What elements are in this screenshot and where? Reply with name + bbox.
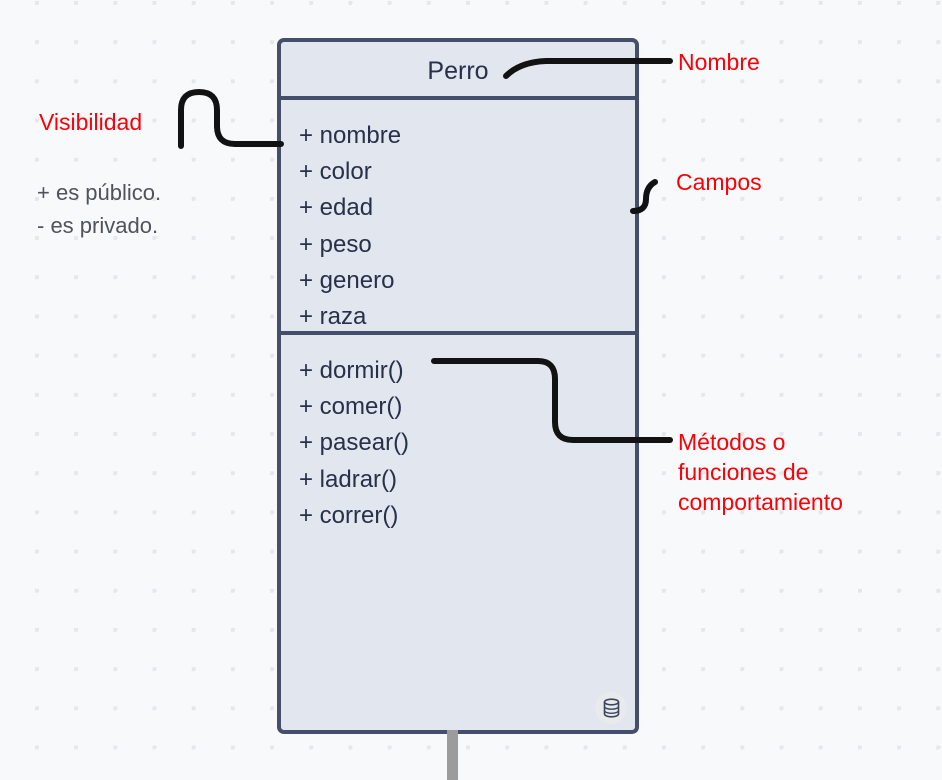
uml-fields-compartment: + nombre + color + edad + peso + genero … bbox=[281, 100, 635, 335]
uml-class-box[interactable]: Perro + nombre + color + edad + peso + g… bbox=[277, 38, 639, 734]
database-icon[interactable] bbox=[595, 692, 627, 724]
field-item: + peso bbox=[299, 230, 372, 258]
method-item: + correr() bbox=[299, 501, 399, 529]
field-item: + genero bbox=[299, 266, 395, 294]
visibility-legend: + es público. - es privado. bbox=[37, 180, 162, 238]
field-item: + edad bbox=[299, 194, 374, 222]
connector-stem bbox=[447, 730, 458, 780]
connector-visibilidad bbox=[178, 88, 284, 149]
uml-methods-compartment: + dormir() + comer() + pasear() + ladrar… bbox=[281, 335, 635, 730]
uml-class-title: Perro bbox=[281, 42, 635, 100]
method-item: + dormir() bbox=[299, 357, 404, 384]
method-item: + ladrar() bbox=[299, 465, 398, 493]
field-item: + nombre bbox=[299, 122, 402, 149]
field-item: + color bbox=[299, 158, 372, 186]
method-item: + comer() bbox=[299, 393, 403, 421]
annotation-visibilidad: Visibilidad bbox=[39, 109, 143, 135]
annotation-campos: Campos bbox=[676, 169, 762, 195]
field-item: + raza bbox=[299, 303, 367, 331]
annotation-metodos: Métodos o funciones de comportamiento bbox=[678, 429, 843, 515]
method-item: + pasear() bbox=[299, 429, 410, 457]
annotation-nombre: Nombre bbox=[678, 49, 760, 75]
